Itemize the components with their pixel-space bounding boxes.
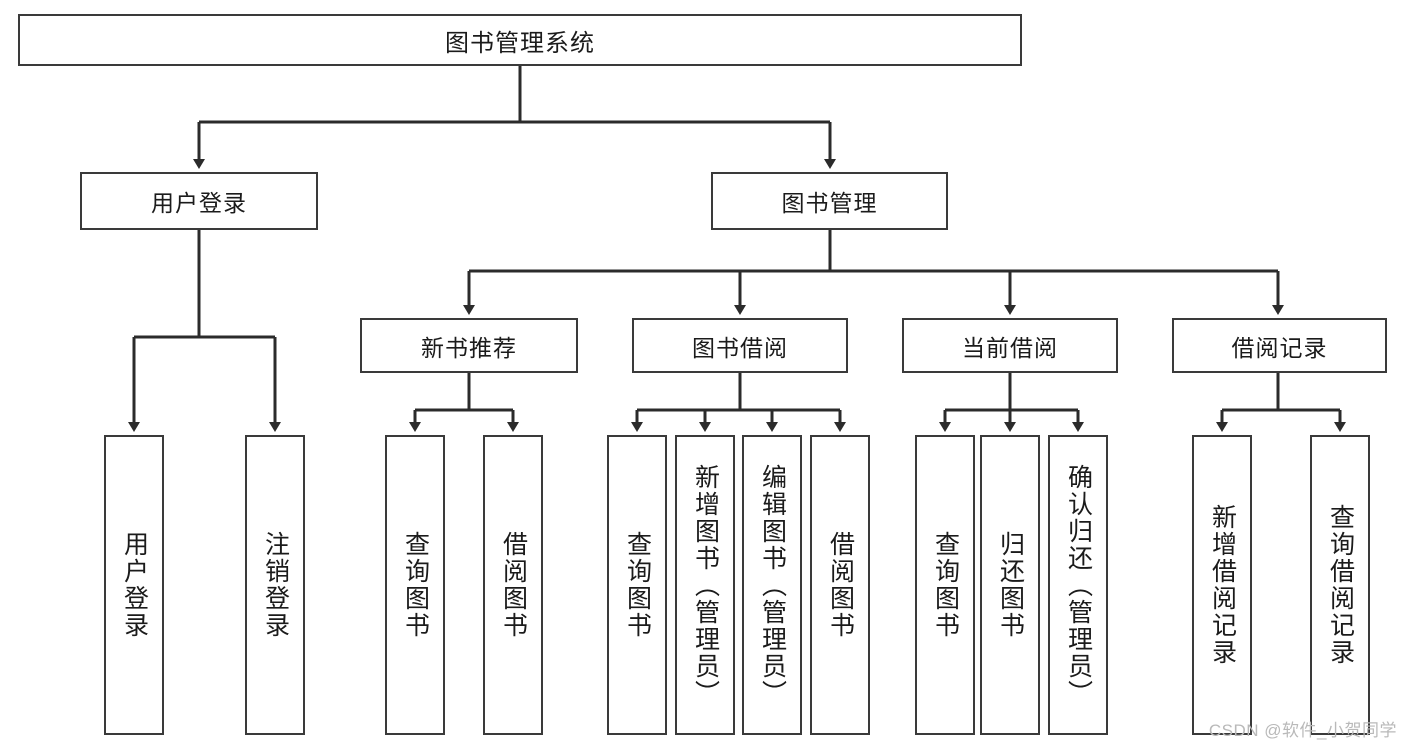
node-borrow-records[interactable]: 借阅记录 bbox=[1172, 318, 1387, 373]
leaf-query-book-borrow[interactable]: 查询图书 bbox=[607, 435, 667, 735]
node-label: 确认归还（管理员） bbox=[1064, 463, 1093, 707]
leaf-user-logout[interactable]: 注销登录 bbox=[245, 435, 305, 735]
node-label: 查询图书 bbox=[401, 531, 430, 639]
node-user-login[interactable]: 用户登录 bbox=[80, 172, 318, 230]
leaf-query-book-recommend[interactable]: 查询图书 bbox=[385, 435, 445, 735]
node-label: 图书管理 bbox=[781, 190, 878, 216]
node-label: 归还图书 bbox=[996, 531, 1025, 639]
node-label: 借阅图书 bbox=[499, 531, 528, 639]
node-label: 图书借阅 bbox=[692, 334, 788, 361]
node-label: 新增借阅记录 bbox=[1208, 504, 1237, 666]
node-root-book-management-system[interactable]: 图书管理系统 bbox=[18, 14, 1022, 66]
node-label: 用户登录 bbox=[151, 190, 247, 216]
leaf-borrow-book[interactable]: 借阅图书 bbox=[810, 435, 870, 735]
node-current-borrow[interactable]: 当前借阅 bbox=[902, 318, 1118, 373]
watermark-text: CSDN @软件_小贺同学 bbox=[1208, 721, 1397, 740]
node-label: 新增图书（管理员） bbox=[691, 463, 720, 707]
leaf-user-login[interactable]: 用户登录 bbox=[104, 435, 164, 735]
node-label: 借阅记录 bbox=[1231, 334, 1328, 361]
leaf-return-book[interactable]: 归还图书 bbox=[980, 435, 1040, 735]
node-book-management[interactable]: 图书管理 bbox=[711, 172, 948, 230]
node-label: 查询图书 bbox=[623, 531, 652, 639]
node-label: 当前借阅 bbox=[962, 334, 1058, 361]
node-label: 新书推荐 bbox=[421, 334, 517, 361]
leaf-query-borrow-record[interactable]: 查询借阅记录 bbox=[1310, 435, 1370, 735]
leaf-borrow-book-recommend[interactable]: 借阅图书 bbox=[483, 435, 543, 735]
node-label: 图书管理系统 bbox=[445, 29, 595, 57]
node-label: 用户登录 bbox=[120, 531, 149, 639]
node-book-borrow[interactable]: 图书借阅 bbox=[632, 318, 848, 373]
node-new-book-recommend[interactable]: 新书推荐 bbox=[360, 318, 578, 373]
leaf-query-book-current[interactable]: 查询图书 bbox=[915, 435, 975, 735]
leaf-confirm-return-admin[interactable]: 确认归还（管理员） bbox=[1048, 435, 1108, 735]
node-label: 编辑图书（管理员） bbox=[758, 463, 787, 707]
node-label: 查询图书 bbox=[931, 531, 960, 639]
node-label: 借阅图书 bbox=[826, 531, 855, 639]
leaf-add-book-admin[interactable]: 新增图书（管理员） bbox=[675, 435, 735, 735]
node-label: 查询借阅记录 bbox=[1326, 504, 1355, 666]
leaf-edit-book-admin[interactable]: 编辑图书（管理员） bbox=[742, 435, 802, 735]
node-label: 注销登录 bbox=[261, 531, 290, 639]
leaf-add-borrow-record[interactable]: 新增借阅记录 bbox=[1192, 435, 1252, 735]
